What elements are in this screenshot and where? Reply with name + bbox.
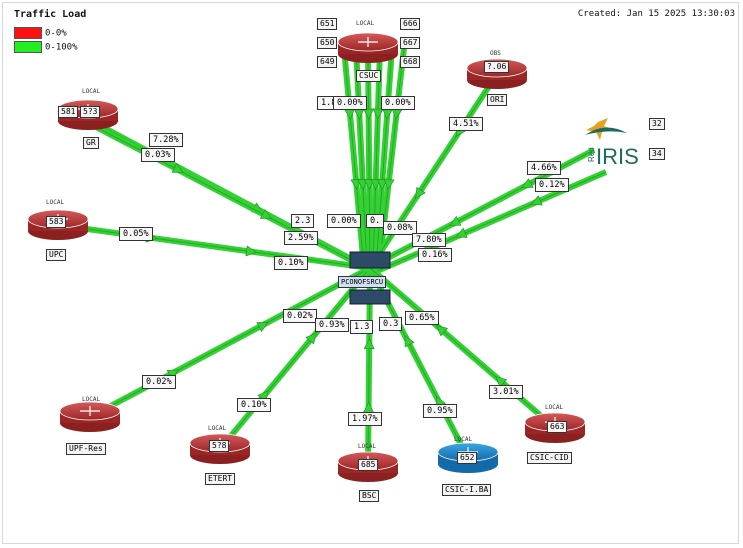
node-top-csicimb: LOCAL — [454, 436, 472, 443]
node-badge: 650 — [317, 37, 337, 49]
node-badge: 583 — [46, 216, 66, 228]
link-label[interactable]: 0.00% — [333, 96, 367, 110]
link-label[interactable]: 2.3 — [291, 214, 314, 228]
node-top-csuc: LOCAL — [356, 20, 374, 27]
link-label[interactable]: 0.10% — [274, 256, 308, 270]
link-label[interactable]: 0.02% — [142, 375, 176, 389]
node-label-csuc[interactable]: CSUC — [356, 70, 381, 82]
legend-swatch-green — [14, 41, 42, 53]
link-label[interactable]: 7.80% — [412, 233, 446, 247]
node-label-ori[interactable]: ORI — [487, 94, 507, 106]
link-label[interactable]: 4.51% — [449, 117, 483, 131]
link-label[interactable]: 4.66% — [527, 161, 561, 175]
legend-title: Traffic Load — [14, 9, 86, 20]
node-badge: 652 — [457, 452, 477, 464]
node-badge: 581 — [58, 106, 78, 118]
link-label[interactable]: 2.59% — [284, 231, 318, 245]
legend-swatch-red — [14, 27, 42, 39]
node-top-csiccid: LOCAL — [545, 404, 563, 411]
link-label[interactable]: 0.02% — [283, 309, 317, 323]
node-label-upc[interactable]: UPC — [46, 249, 66, 261]
link-label[interactable]: 1.3 — [350, 320, 373, 334]
created-timestamp: Created: Jan 15 2025 13:30:03 — [578, 9, 735, 19]
node-top-eterm: LOCAL — [208, 425, 226, 432]
node-badge: 666 — [400, 18, 420, 30]
node-label-csiccid[interactable]: CSIC-CID — [527, 452, 572, 464]
node-top-gr: LOCAL — [82, 88, 100, 95]
node-top-upf: LOCAL — [82, 396, 100, 403]
link-label[interactable]: 0.95% — [423, 404, 457, 418]
link-label[interactable]: 1.97% — [348, 412, 382, 426]
hub-label[interactable]: PCONOFSRCU — [338, 276, 386, 288]
link-label[interactable]: 0. — [366, 214, 384, 228]
link-label[interactable]: 0.93% — [315, 318, 349, 332]
node-badge: 5?8 — [209, 440, 229, 452]
node-label-gr[interactable]: GR — [83, 137, 99, 149]
legend-label-red: 0-0% — [45, 29, 67, 39]
node-badge: 34 — [649, 148, 665, 160]
link-label[interactable]: 0.16% — [418, 248, 452, 262]
node-badge: 651 — [317, 18, 337, 30]
node-badge: 668 — [400, 56, 420, 68]
node-badge: 32 — [649, 118, 665, 130]
link-label[interactable]: 0.00% — [381, 96, 415, 110]
node-badge: ?.06 — [484, 61, 509, 73]
node-label-eterm[interactable]: ETERT — [205, 473, 235, 485]
node-top-ori: OBS — [490, 50, 501, 57]
link-label[interactable]: 0.03% — [141, 148, 175, 162]
node-label-upf[interactable]: UPF-Res — [66, 443, 106, 455]
node-label-csicimb[interactable]: CSIC-I.BA — [442, 484, 491, 496]
node-badge: 667 — [400, 37, 420, 49]
link-label[interactable]: 3.01% — [489, 385, 523, 399]
legend-item-green: 0-100% — [14, 41, 78, 53]
link-label[interactable]: 0.00% — [327, 214, 361, 228]
legend-label-green: 0-100% — [45, 43, 78, 53]
node-badge: 663 — [547, 421, 567, 433]
link-label[interactable]: 0.10% — [237, 398, 271, 412]
node-label-bsc[interactable]: BSC — [359, 490, 379, 502]
node-top-upc: LOCAL — [46, 199, 64, 206]
legend-item-red: 0-0% — [14, 27, 67, 39]
link-label[interactable]: 0.05% — [119, 227, 153, 241]
link-label[interactable]: 0.65% — [405, 311, 439, 325]
link-label[interactable]: 0.3 — [379, 317, 402, 331]
link-label[interactable]: 7.28% — [149, 133, 183, 147]
node-top-bsc: LOCAL — [358, 443, 376, 450]
link-label[interactable]: 0.12% — [535, 178, 569, 192]
node-badge: 685 — [358, 459, 378, 471]
node-badge: 5?3 — [80, 106, 100, 118]
node-badge: 649 — [317, 56, 337, 68]
